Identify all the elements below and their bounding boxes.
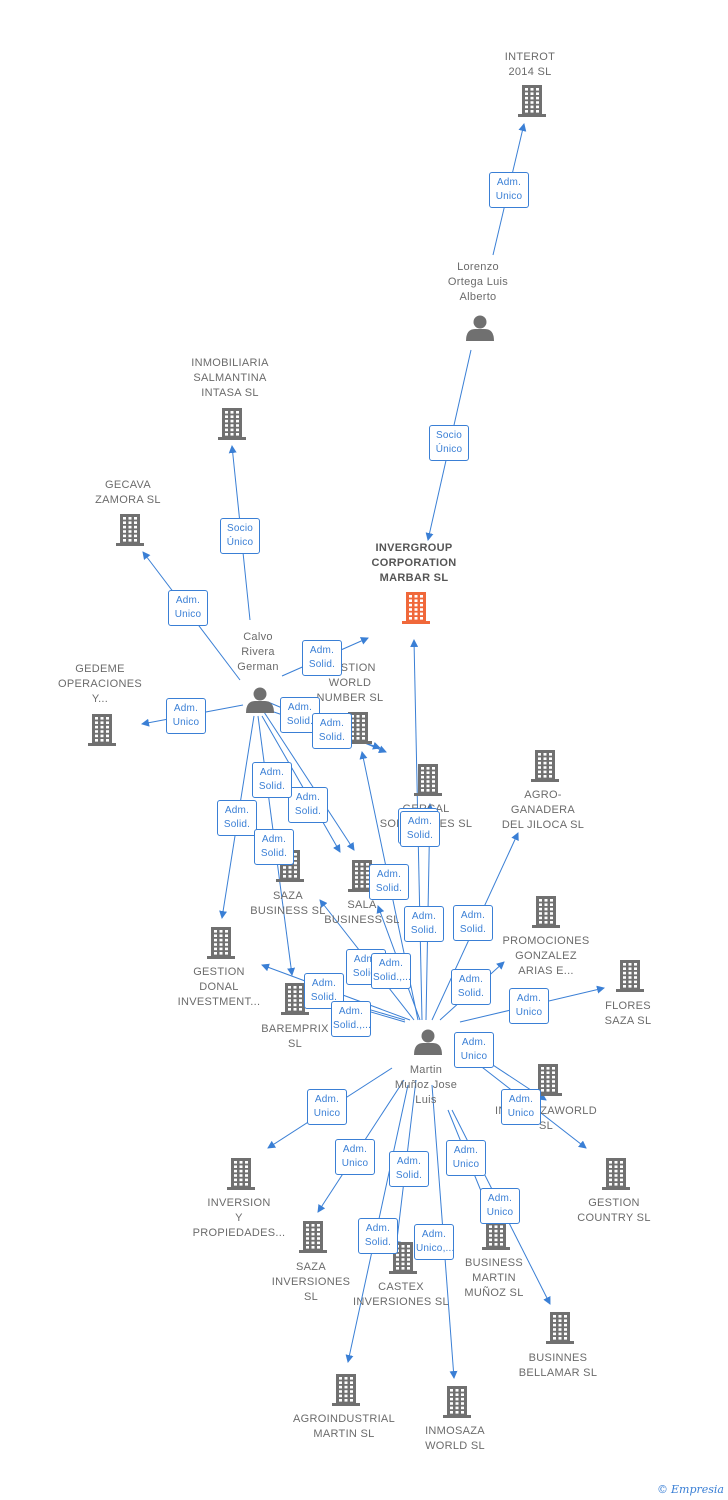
building-icon[interactable] (116, 514, 144, 546)
edge-role-label[interactable]: Adm. Solid. (302, 640, 342, 676)
edge-role-label[interactable]: Adm. Solid. (288, 787, 328, 823)
person-icon[interactable] (466, 315, 494, 342)
edge-role-label[interactable]: Socio Único (220, 518, 260, 554)
building-icon[interactable] (414, 764, 442, 796)
node-label-saza-inversiones[interactable]: SAZA INVERSIONES SL (271, 1261, 351, 1303)
edge-role-label[interactable]: Adm. Unico (489, 172, 529, 208)
edge-role-label[interactable]: Adm. Unico (480, 1188, 520, 1224)
edge-role-label[interactable]: Adm. Solid. (451, 969, 491, 1005)
building-icon[interactable] (389, 1242, 417, 1274)
building-icon[interactable] (531, 750, 559, 782)
building-icon[interactable] (344, 712, 372, 744)
building-icon[interactable] (532, 896, 560, 928)
node-label-castex[interactable]: CASTEX INVERSIONES SL (353, 1281, 449, 1308)
edge-role-label[interactable]: Adm. Solid. (252, 762, 292, 798)
edges-layer (141, 123, 605, 1379)
building-icon[interactable] (616, 960, 644, 992)
edge-role-label[interactable]: Socio Único (429, 425, 469, 461)
edge-role-label[interactable]: Adm. Solid. (369, 864, 409, 900)
node-label-invergroup[interactable]: INVERGROUP CORPORATION MARBAR SL (371, 542, 457, 584)
building-icon[interactable] (546, 1312, 574, 1344)
building-icon[interactable] (332, 1374, 360, 1406)
edge-role-label[interactable]: Adm. Solid. (358, 1218, 398, 1254)
edge-role-label[interactable]: Adm. Unico (446, 1140, 486, 1176)
edge-role-label[interactable]: Adm. Solid. (404, 906, 444, 942)
building-icon[interactable] (402, 592, 430, 624)
node-label-gedeme[interactable]: GEDEME OPERACIONES Y... (58, 663, 142, 705)
empresia-watermark[interactable]: ©Empresia (657, 1483, 724, 1496)
edge-calvo-to-saza_business (261, 715, 341, 853)
node-label-sala-business[interactable]: SALA BUSINESS SL (324, 899, 400, 926)
edge-role-label[interactable]: Adm. Solid. (312, 713, 352, 749)
edge-role-label[interactable]: Adm. Unico (307, 1089, 347, 1125)
node-label-interot[interactable]: INTEROT 2014 SL (504, 51, 556, 78)
node-label-calvo[interactable]: Calvo Rivera German (237, 631, 279, 673)
node-label-inmosaza-world[interactable]: INMOSAZA WORLD SL (425, 1425, 485, 1452)
edge-role-label[interactable]: Adm. Unico (166, 698, 206, 734)
node-label-flores-saza[interactable]: FLORES SAZA SL (604, 1000, 652, 1027)
edge-role-label[interactable]: Adm. Solid. (389, 1151, 429, 1187)
edge-role-label[interactable]: Adm. Unico (454, 1032, 494, 1068)
edge-role-label[interactable]: Adm. Unico (509, 988, 549, 1024)
edge-role-label[interactable]: Adm. Solid. (453, 905, 493, 941)
node-label-promociones[interactable]: PROMOCIONES GONZALEZ ARIAS E... (502, 935, 590, 977)
building-icon[interactable] (281, 983, 309, 1015)
edge-role-label[interactable]: Adm. Solid. (254, 829, 294, 865)
node-label-gestion-donal[interactable]: GESTION DONAL INVESTMENT... (177, 966, 261, 1008)
building-icon[interactable] (218, 408, 246, 440)
edge-role-label[interactable]: Adm. Solid. (400, 811, 440, 847)
edge-role-label[interactable]: Adm. Unico (501, 1089, 541, 1125)
person-icon[interactable] (414, 1029, 442, 1056)
node-label-inversion[interactable]: INVERSION Y PROPIEDADES... (192, 1197, 286, 1239)
edge-role-label[interactable]: Adm. Unico (168, 590, 208, 626)
node-label-agro-ganadera[interactable]: AGRO- GANADERA DEL JILOCA SL (501, 789, 585, 831)
watermark-text: Empresia (671, 1483, 724, 1496)
building-icon[interactable] (602, 1158, 630, 1190)
building-icon[interactable] (299, 1221, 327, 1253)
building-icon[interactable] (207, 927, 235, 959)
building-icon[interactable] (227, 1158, 255, 1190)
building-icon[interactable] (348, 860, 376, 892)
edge-role-label[interactable]: Adm. Solid.,... (371, 953, 411, 989)
node-label-lorenzo[interactable]: Lorenzo Ortega Luis Alberto (447, 261, 509, 303)
edge-role-label[interactable]: Adm. Solid.,... (331, 1001, 371, 1037)
building-icon[interactable] (518, 85, 546, 117)
node-label-martin[interactable]: Martin Muñoz Jose Luis (394, 1064, 458, 1106)
node-label-businnes-bellamar[interactable]: BUSINNES BELLAMAR SL (518, 1352, 598, 1379)
building-icon[interactable] (88, 714, 116, 746)
node-label-gestion-country[interactable]: GESTION COUNTRY SL (577, 1197, 651, 1224)
building-icon[interactable] (443, 1386, 471, 1418)
node-label-gecava[interactable]: GECAVA ZAMORA SL (95, 479, 161, 506)
edge-calvo-to-sala_business (263, 711, 355, 851)
edge-role-label[interactable]: Adm. Solid. (217, 800, 257, 836)
copyright-icon: © (657, 1483, 668, 1496)
node-label-inmobiliaria[interactable]: INMOBILIARIA SALMANTINA INTASA SL (191, 357, 269, 399)
building-icon[interactable] (534, 1064, 562, 1096)
edge-role-label[interactable]: Adm. Unico (335, 1139, 375, 1175)
node-label-agroindustrial[interactable]: AGROINDUSTRIAL MARTIN SL (293, 1413, 395, 1440)
person-icon[interactable] (246, 687, 274, 714)
node-label-baremprix[interactable]: BAREMPRIX SL (261, 1023, 329, 1050)
node-label-saza-business[interactable]: SAZA BUSINESS SL (250, 890, 326, 917)
node-label-business-martin[interactable]: BUSINESS MARTIN MUÑOZ SL (464, 1257, 524, 1299)
edge-role-label[interactable]: Adm. Unico,... (414, 1224, 454, 1260)
